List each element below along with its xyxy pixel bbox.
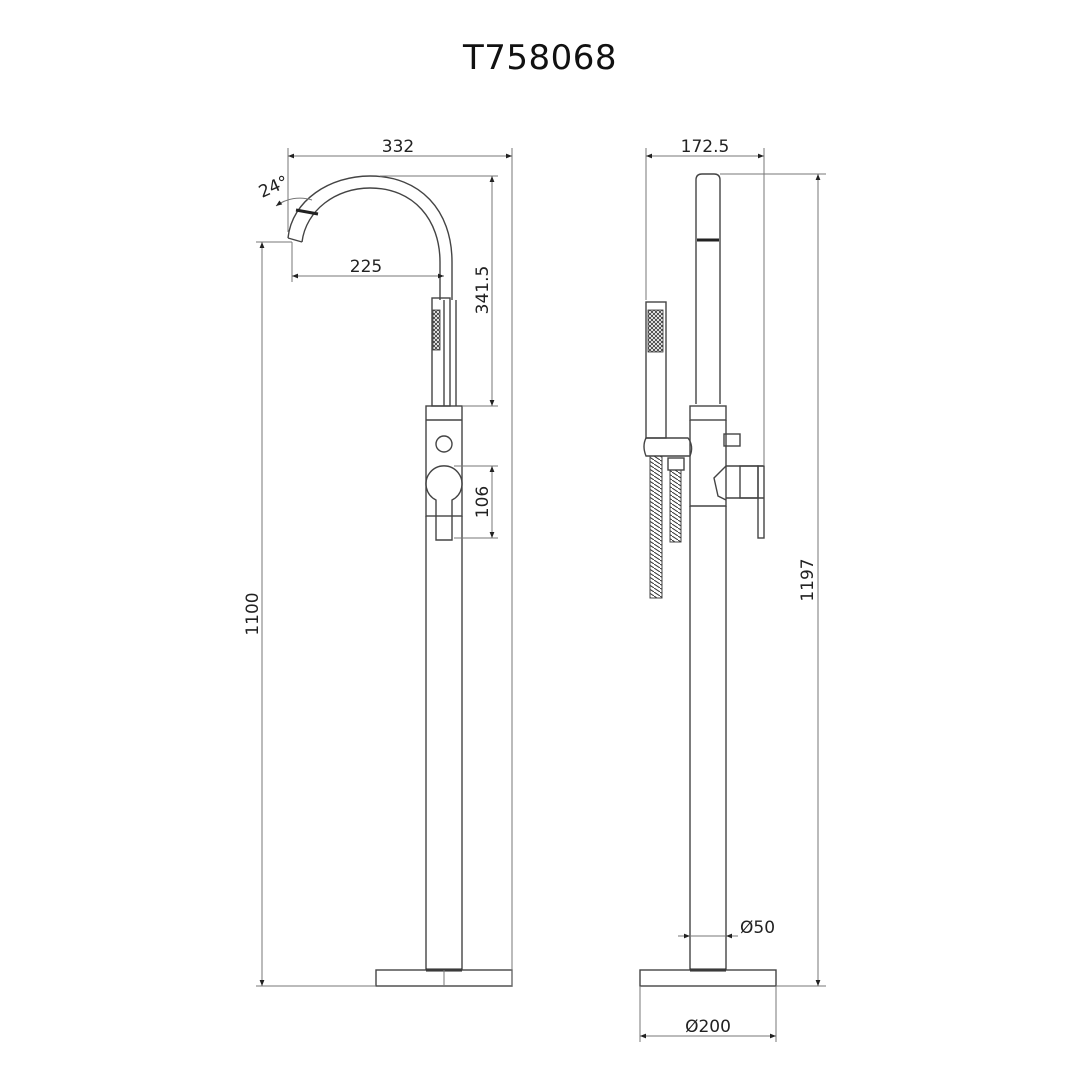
spout bbox=[287, 175, 453, 300]
dim-total-height-side: 1197 bbox=[798, 558, 818, 601]
dim-spout-reach: 225 bbox=[350, 257, 382, 277]
drawing-title: T758068 bbox=[462, 38, 618, 78]
dim-pipe-diameter: Ø50 bbox=[740, 918, 775, 938]
lever-handle bbox=[425, 465, 463, 541]
front-view: 332 225 24° 341.5 106 1100 bbox=[243, 137, 513, 987]
diverter-knob bbox=[723, 433, 741, 447]
lever-side bbox=[757, 465, 765, 539]
dim-handle-height: 106 bbox=[473, 486, 493, 518]
dim-depth: 172.5 bbox=[681, 137, 730, 157]
dim-base-diameter: Ø200 bbox=[685, 1017, 731, 1037]
mixer-body bbox=[425, 405, 463, 517]
diverter-button bbox=[435, 435, 453, 453]
dim-spout-angle: 24° bbox=[256, 172, 292, 203]
shower-holder-tube bbox=[695, 173, 721, 404]
dim-overall-reach: 332 bbox=[382, 137, 414, 157]
dim-total-height-front: 1100 bbox=[243, 592, 263, 635]
shower-hose bbox=[649, 455, 663, 599]
base-plate-side bbox=[639, 969, 777, 987]
dim-spout-height: 341.5 bbox=[473, 266, 493, 315]
side-view: 172.5 1197 Ø50 Ø200 bbox=[639, 137, 826, 1042]
